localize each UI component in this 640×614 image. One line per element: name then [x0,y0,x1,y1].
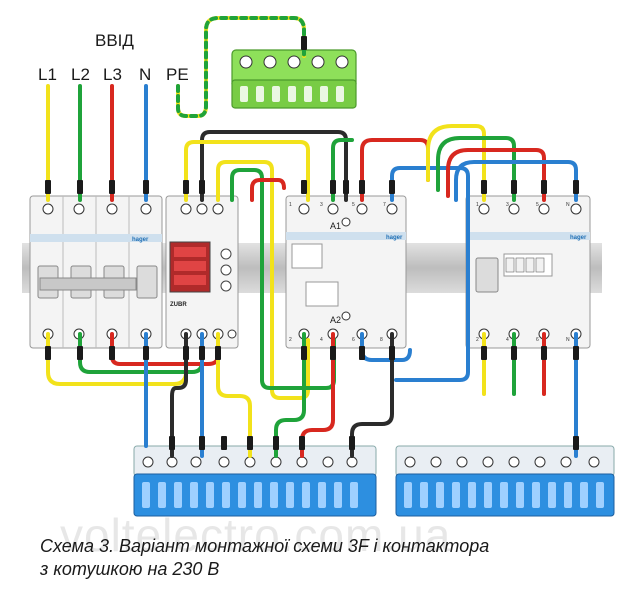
n-bus-left [133,445,377,517]
caption-line-2: з котушкою на 230 В [40,559,220,579]
pe-bus [231,49,357,109]
caption-line-1: Схема 3. Варіант монтажної схеми 3F і ко… [40,536,490,556]
rcd-bottom-n: N [566,337,570,343]
terminal-l2-label: L2 [71,65,90,84]
contactor-top-1: 1 [289,202,292,208]
wire-control-black [200,130,348,202]
contactor-brand: hager [386,235,403,241]
terminal-l3-label: L3 [103,65,122,84]
rcd-top-1: 1 [476,202,479,208]
contactor-bottom-8: 8 [380,337,383,343]
contactor-a1-label: A1 [330,221,341,231]
rcd-top-n: N [566,202,570,208]
contactor-top-5: 5 [352,202,355,208]
rcd-bottom-4: 4 [506,337,509,343]
rcd: hager 1 3 5 N 2 4 6 N [465,195,591,349]
watermark: voltelectro.com.ua [60,509,452,561]
breaker-brand: hager [132,237,149,243]
voltage-relay-zubr: ZUBR [165,195,239,349]
contactor-bottom-6: 6 [352,337,355,343]
contactor-a2-label: A2 [330,315,341,325]
contactor-bottom-2: 2 [289,337,292,343]
contactor-bottom-4: 4 [320,337,323,343]
rcd-top-5: 5 [536,202,539,208]
terminal-pe-label: PE [166,65,189,84]
contactor-top-7: 7 [383,202,386,208]
terminal-n-label: N [139,65,151,84]
circuit-breaker-4p: hager [29,195,163,349]
contactor: hager A1 A2 1 3 5 7 2 4 6 8 [285,195,407,349]
rcd-bottom-2: 2 [476,337,479,343]
rcd-brand: hager [570,235,587,241]
rcd-top-3: 3 [506,202,509,208]
relay-brand: ZUBR [170,302,187,308]
input-label: ВВІД [95,31,134,50]
terminal-l1-label: L1 [38,65,57,84]
rcd-bottom-6: 6 [536,337,539,343]
n-bus-right [395,445,615,517]
contactor-top-3: 3 [320,202,323,208]
wire-relay-yellow [184,140,310,202]
